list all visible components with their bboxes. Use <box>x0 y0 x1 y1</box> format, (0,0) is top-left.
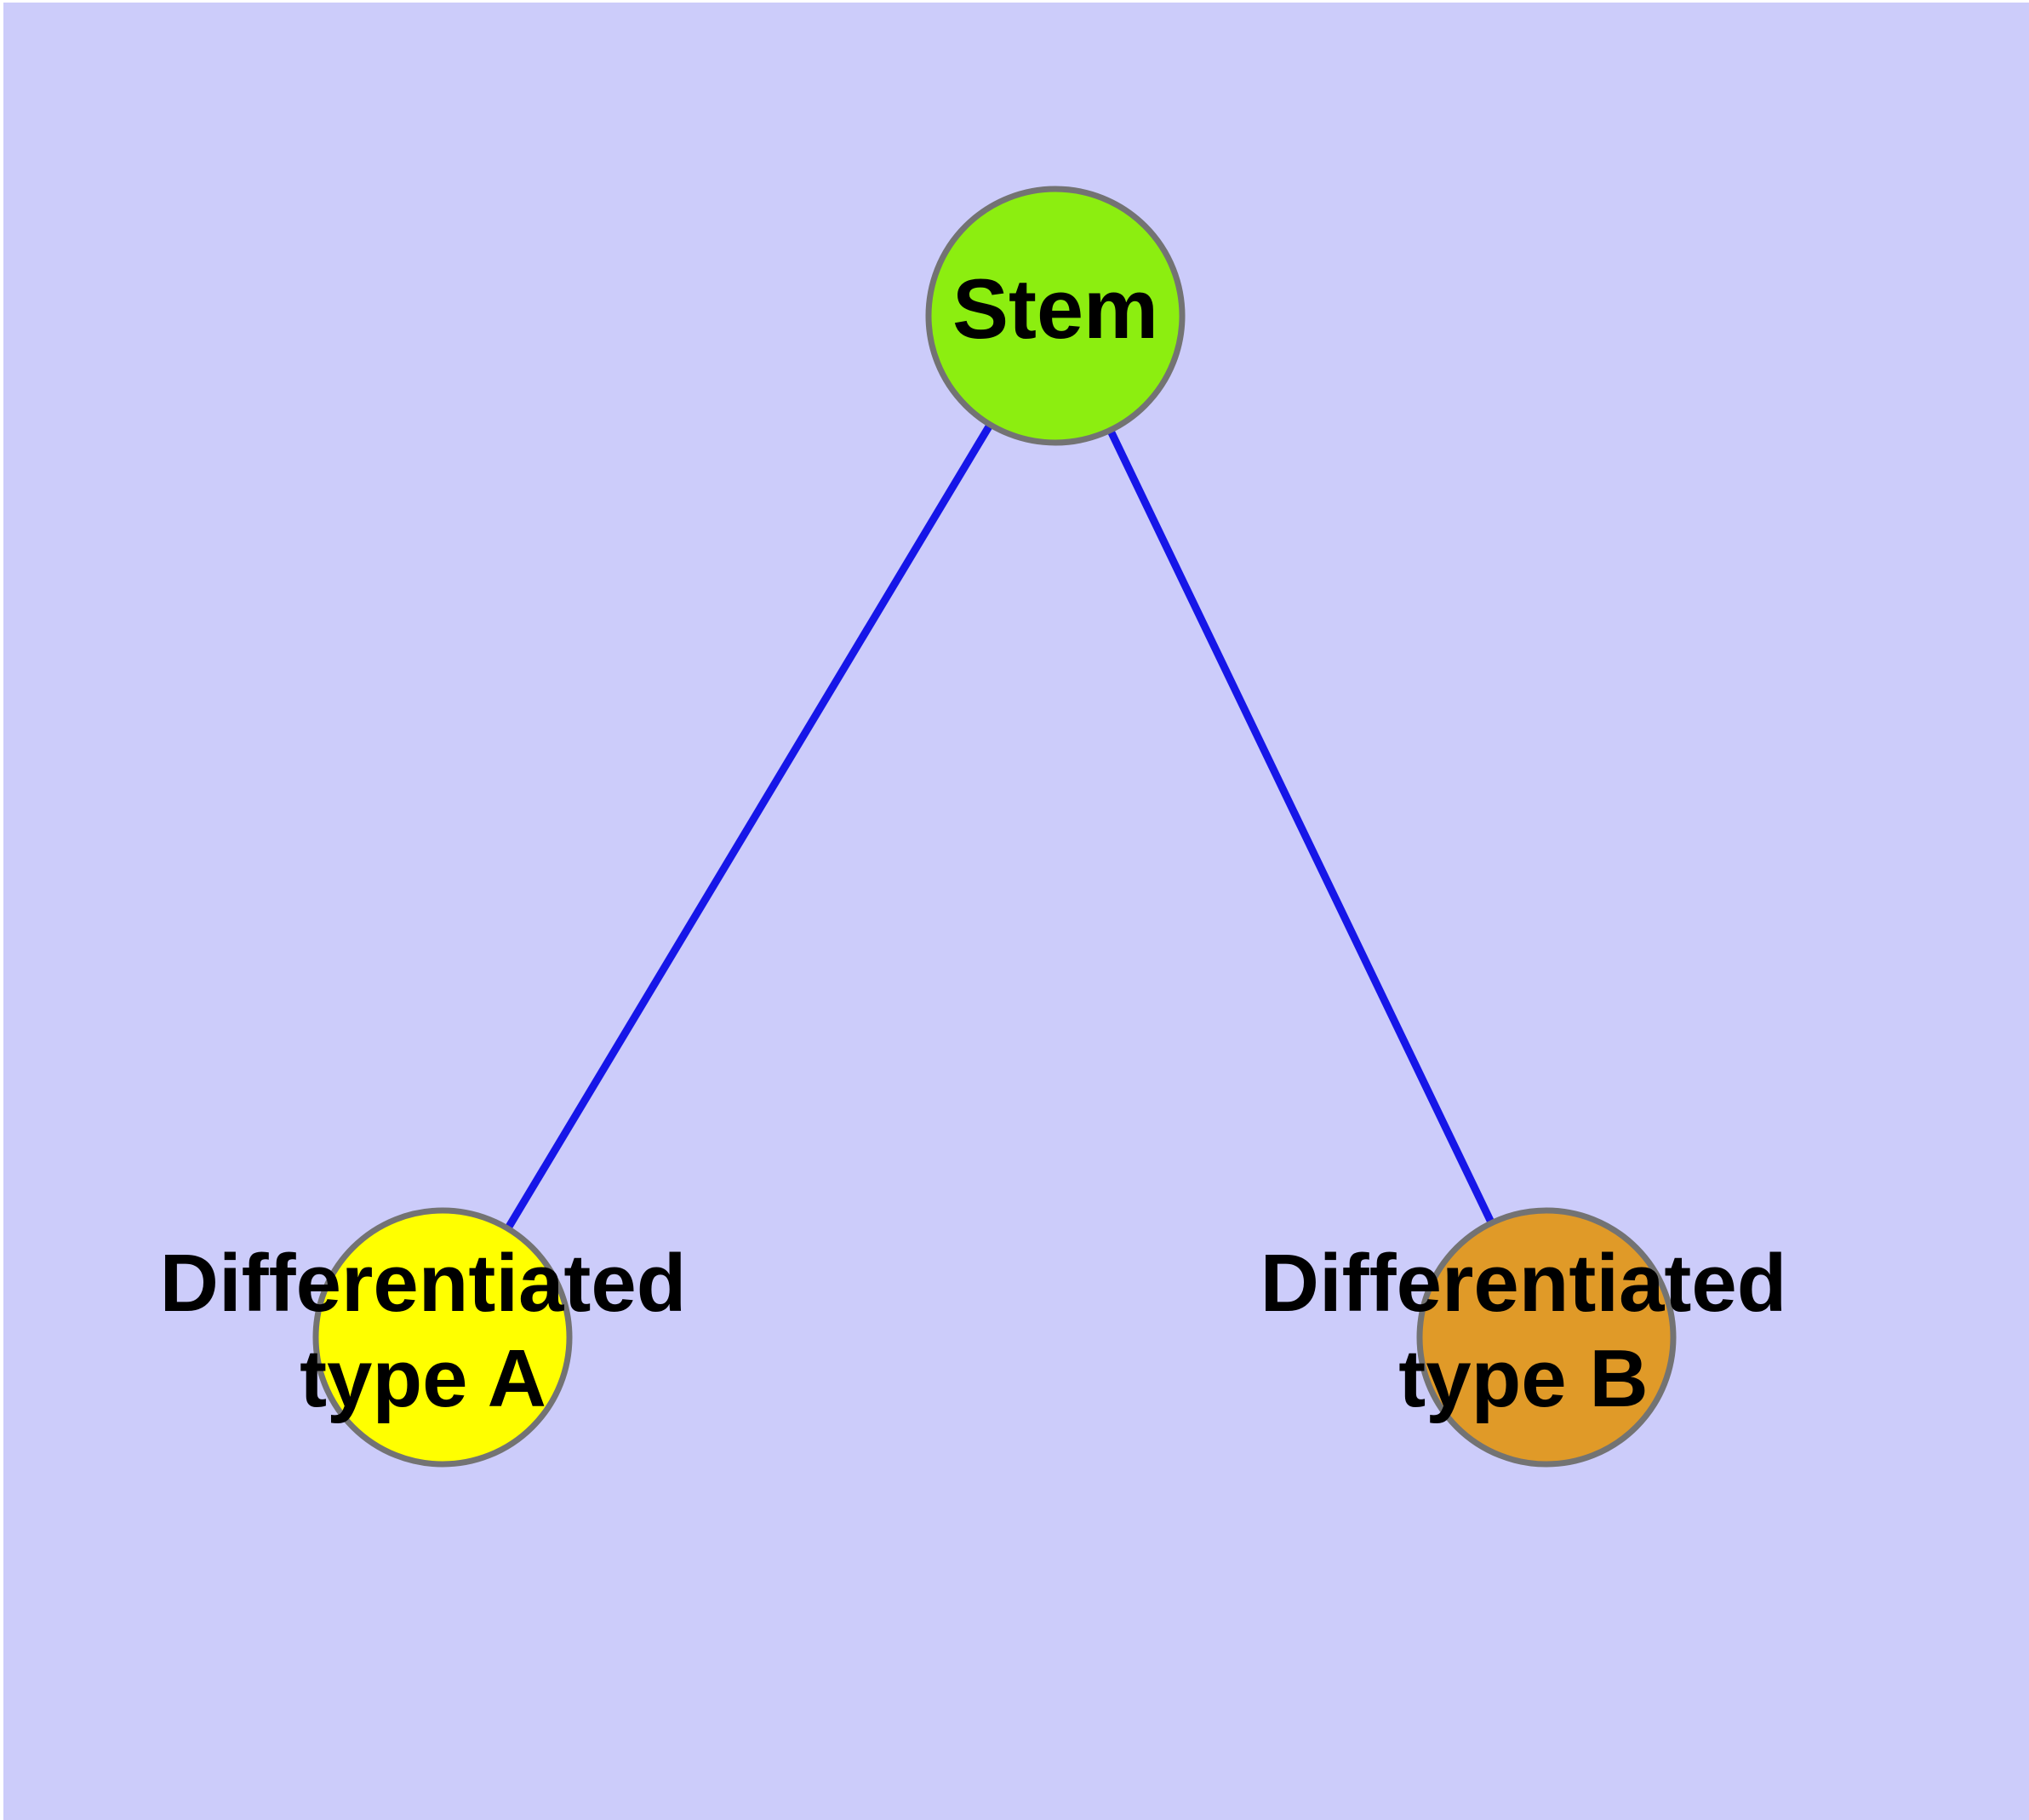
graph-node-diff-a[interactable] <box>312 1207 573 1468</box>
graph-edge-stem-to-diff-a[interactable] <box>439 313 1059 1340</box>
node-label-line: type A <box>300 1334 546 1425</box>
node-label-line: Differentiated <box>1260 1238 1787 1329</box>
node-circle-stem[interactable] <box>925 186 1186 446</box>
node-label-line: Stem <box>952 261 1158 356</box>
graph-node-diff-b[interactable] <box>1416 1207 1677 1468</box>
node-label-line: type B <box>1398 1334 1648 1425</box>
node-label-stem: Stem <box>952 261 1158 356</box>
graph-node-stem[interactable] <box>925 186 1186 446</box>
graph-edge-stem-to-diff-b[interactable] <box>1051 314 1551 1339</box>
node-circle-diff-b[interactable] <box>1416 1207 1677 1468</box>
edges-layer <box>439 313 1551 1340</box>
node-circle-diff-a[interactable] <box>312 1207 573 1468</box>
node-label-line: Differentiated <box>160 1238 687 1329</box>
